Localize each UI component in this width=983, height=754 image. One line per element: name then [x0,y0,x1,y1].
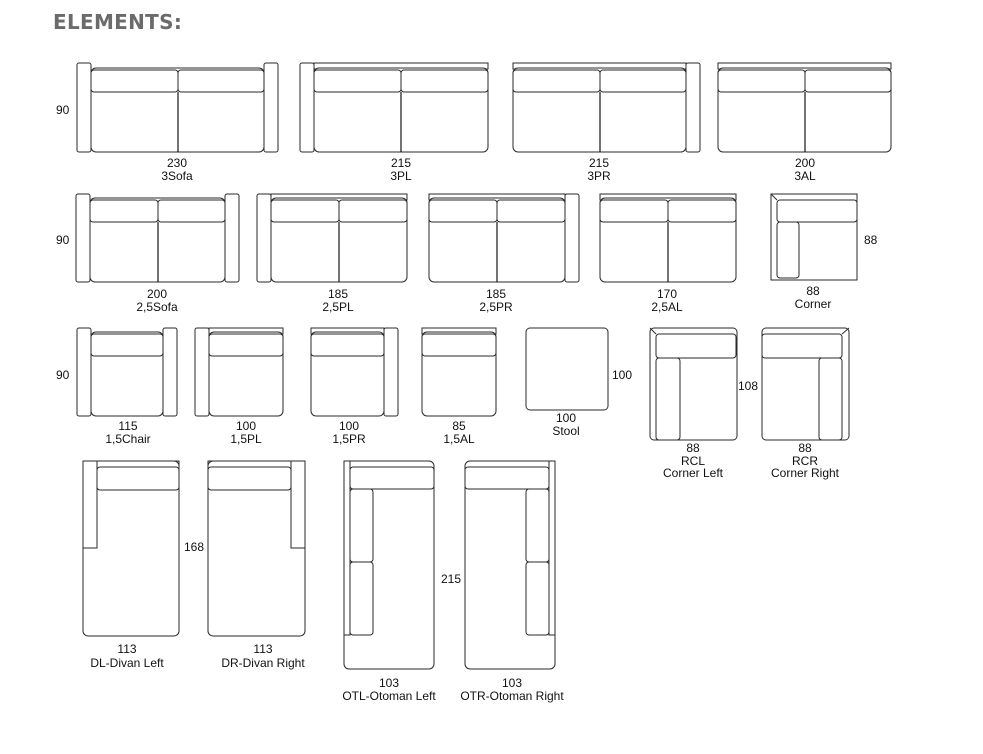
module-code: 3AL [794,169,816,183]
module-2-5al [599,193,737,283]
module-width: 185 [486,287,506,301]
depth-label-corner: 88 [864,233,878,247]
module-width: 170 [657,287,677,301]
module-otl-otoman-left [343,460,435,670]
module-code: RCL [681,454,705,468]
module-corner [770,193,858,281]
module-stool [525,327,609,411]
module-width: 185 [328,287,348,301]
module-code: OTL-Otoman Left [342,689,436,703]
module-desc: Corner Left [663,466,724,480]
module-code: Stool [552,424,579,438]
module-code: 3PL [390,169,412,183]
module-3pl [299,62,489,153]
depth-label-rc: 108 [738,379,758,393]
module-width: 113 [117,642,136,656]
module-1-5pl [194,327,284,417]
module-2-5pl [256,193,408,283]
module-desc: Corner Right [771,466,840,480]
module-width: 200 [795,156,815,170]
module-dr-divan-right [207,460,306,637]
module-width: 215 [589,156,609,170]
module-dl-divan-left [82,460,180,637]
module-width: 230 [167,156,187,170]
module-width: 115 [118,419,137,433]
module-1-5pr [310,327,399,417]
module-code: 2,5AL [651,300,683,314]
module-width: 88 [798,441,812,455]
depth-label-row3: 90 [56,368,70,382]
module-rcl [649,327,738,441]
module-width: 88 [806,284,820,298]
module-code: 2,5PR [479,300,513,314]
module-code: 3PR [587,169,611,183]
module-3sofa [76,62,279,153]
module-3pr [512,62,701,153]
module-2-5pr [428,193,580,283]
module-1-5chair [76,327,178,417]
module-code: RCR [792,454,818,468]
module-width: 88 [686,441,700,455]
module-width: 113 [253,642,272,656]
module-code: DR-Divan Right [221,656,305,670]
module-code: 1,5PL [230,432,262,446]
module-code: Corner [795,297,832,311]
module-code: 1,5AL [443,432,475,446]
module-code: 1,5Chair [105,432,150,446]
depth-label-otoman: 215 [441,572,461,586]
module-code: DL-Divan Left [90,656,164,670]
module-3al [717,62,892,153]
module-1-5al [421,327,497,417]
module-width: 100 [339,419,359,433]
page-title: ELEMENTS: [53,10,183,34]
module-width: 100 [556,411,576,425]
module-width: 103 [502,676,522,690]
module-width: 85 [452,419,466,433]
module-code: 1,5PR [332,432,366,446]
depth-label-row1: 90 [56,103,70,117]
module-code: 3Sofa [161,169,193,183]
module-otr-otoman-right [464,460,556,670]
module-width: 103 [379,676,399,690]
module-width: 215 [391,156,411,170]
module-width: 100 [236,419,256,433]
depth-label-stool: 100 [612,368,632,382]
depth-label-divan: 168 [184,540,204,554]
module-code: 2,5Sofa [136,300,178,314]
module-rcr [761,327,850,441]
module-code: 2,5PL [322,300,354,314]
module-code: OTR-Otoman Right [460,689,564,703]
module-width: 200 [147,287,167,301]
module-2-5sofa [75,193,240,283]
depth-label-row2: 90 [56,233,70,247]
